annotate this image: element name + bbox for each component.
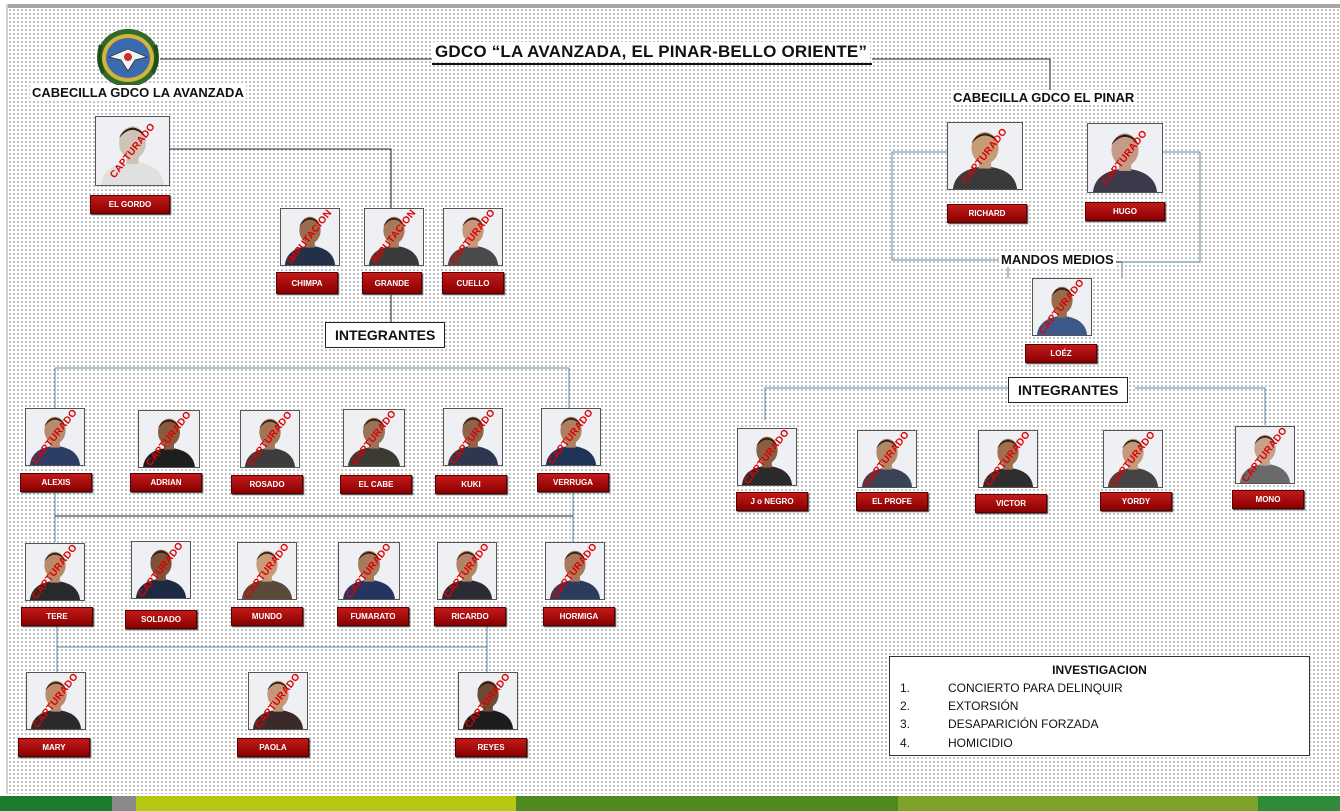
person-name-plate: RICHARD (947, 204, 1027, 223)
person-name-plate: ROSADO (231, 475, 303, 494)
person-photo: CAPTURADO (545, 542, 605, 600)
strip-segment (516, 796, 898, 811)
person-name-plate: REYES (455, 738, 527, 757)
person-name-plate: EL PROFE (856, 492, 928, 511)
person-photo: CAPTURADO (26, 672, 86, 730)
person-name-plate: PAOLA (237, 738, 309, 757)
person-photo: CAPTURADO (1235, 426, 1295, 484)
person-photo: IMPUTACION (280, 208, 340, 266)
investigation-item: 2.EXTORSIÓN (900, 699, 1019, 713)
person-photo: CAPTURADO (343, 409, 405, 467)
person-photo: CAPTURADO (443, 208, 503, 266)
person-photo: CAPTURADO (248, 672, 308, 730)
person-name-plate: GRANDE (362, 272, 422, 294)
person-photo: CAPTURADO (1103, 430, 1163, 488)
person-photo: CAPTURADO (338, 542, 400, 600)
strip-segment (136, 796, 516, 811)
person-photo: IMPUTACION (364, 208, 424, 266)
person-name-plate: MONO (1232, 490, 1304, 509)
strip-segment (0, 796, 112, 811)
title-underline (432, 63, 872, 65)
person-name-plate: ADRIAN (130, 473, 202, 492)
person-photo: CAPTURADO (237, 542, 297, 600)
investigation-title: INVESTIGACION (1052, 663, 1147, 677)
person-name-plate: CHIMPA (276, 272, 338, 294)
person-name-plate: VERRUGA (537, 473, 609, 492)
strip-segment (898, 796, 1258, 811)
person-photo: CAPTURADO (95, 116, 170, 186)
person-name-plate: EL CABE (340, 475, 412, 494)
person-photo: CAPTURADO (947, 122, 1023, 190)
person-name-plate: VICTOR (975, 494, 1047, 513)
left-leader-heading: CABECILLA GDCO LA AVANZADA (30, 85, 246, 100)
bottom-color-strip (0, 796, 1340, 811)
person-name-plate: HORMIGA (543, 607, 615, 626)
investigation-item: 3.DESAPARICIÓN FORZADA (900, 717, 1099, 731)
mid-commands-heading: MANDOS MEDIOS (999, 252, 1116, 267)
person-name-plate: KUKI (435, 475, 507, 494)
right-leader-heading: CABECILLA GDCO EL PINAR (951, 90, 1137, 105)
slide-top-border (6, 4, 1340, 8)
person-photo: CAPTURADO (240, 410, 300, 468)
left-members-label: INTEGRANTES (325, 322, 446, 348)
person-name-plate: TERE (21, 607, 93, 626)
person-name-plate: EL GORDO (90, 195, 170, 214)
person-name-plate: RICARDO (434, 607, 506, 626)
person-name-plate: CUELLO (442, 272, 504, 294)
person-photo: CAPTURADO (138, 410, 200, 468)
person-name-plate: SOLDADO (125, 610, 197, 629)
strip-segment (112, 796, 136, 811)
person-photo: CAPTURADO (437, 542, 497, 600)
investigation-item: 1.CONCIERTO PARA DELINQUIR (900, 681, 1123, 695)
person-name-plate: FUMARATO (337, 607, 409, 626)
investigation-box: INVESTIGACION 1.CONCIERTO PARA DELINQUIR… (889, 656, 1310, 756)
person-photo: CAPTURADO (1087, 123, 1163, 193)
person-name-plate: ALEXIS (20, 473, 92, 492)
person-photo: CAPTURADO (458, 672, 518, 730)
strip-segment (1258, 796, 1340, 811)
slide-left-border (6, 4, 8, 794)
person-name-plate: J o NEGRO (736, 492, 808, 511)
person-name-plate: LOÉZ (1025, 344, 1097, 363)
person-photo: CAPTURADO (25, 408, 85, 466)
person-photo: CAPTURADO (131, 541, 191, 599)
investigation-item: 4.HOMICIDIO (900, 736, 1013, 750)
person-photo: CAPTURADO (978, 430, 1038, 488)
person-name-plate: MARY (18, 738, 90, 757)
person-name-plate: YORDY (1100, 492, 1172, 511)
person-photo: CAPTURADO (25, 543, 85, 601)
person-photo: CAPTURADO (541, 408, 601, 466)
chart-title: GDCO “LA AVANZADA, EL PINAR-BELLO ORIENT… (432, 42, 871, 62)
person-photo: CAPTURADO (1032, 278, 1092, 336)
person-photo: CAPTURADO (737, 428, 797, 486)
person-name-plate: MUNDO (231, 607, 303, 626)
person-name-plate: HUGO (1085, 202, 1165, 221)
police-crest-icon (95, 27, 161, 89)
right-members-label: INTEGRANTES (1008, 377, 1129, 403)
person-photo: CAPTURADO (857, 430, 917, 488)
person-photo: CAPTURADO (443, 408, 503, 466)
